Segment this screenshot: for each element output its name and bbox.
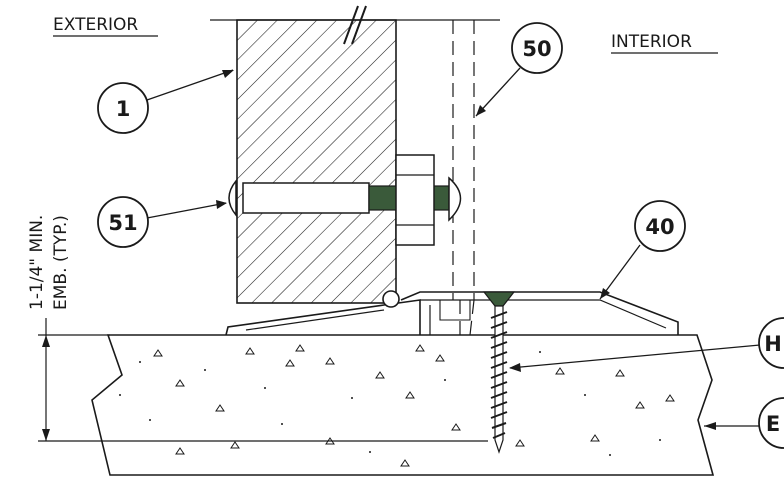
through-bolt [228, 154, 462, 246]
callout-E-bubble [758, 397, 784, 449]
callout-51-text: 51 [108, 211, 137, 235]
callout-40-bubble [634, 200, 686, 252]
callout-50-text: 50 [522, 37, 551, 61]
aggregate-marks [153, 344, 675, 467]
callout-51: 51 [97, 196, 227, 248]
concrete-slab [91, 334, 715, 476]
callout-E: E [704, 397, 784, 449]
screw-head [482, 291, 516, 307]
callout-51-bubble [97, 196, 149, 248]
anchor-screw [482, 291, 516, 454]
door-section [236, 19, 397, 304]
dimension-line-2: EMB. (TYP.) [51, 215, 71, 310]
callout-1-bubble [97, 82, 149, 134]
screw-shank [494, 305, 504, 454]
callout-40-text: 40 [645, 215, 674, 239]
callout-H-text: H [764, 332, 782, 356]
bolt-nut [395, 154, 435, 246]
callout-H: H [509, 317, 784, 372]
callout-H-bubble [758, 317, 784, 369]
callout-1-text: 1 [116, 97, 131, 121]
callout-1: 1 [97, 69, 234, 134]
hidden-lines [452, 20, 475, 336]
threshold-seal [382, 290, 400, 308]
exterior-label: EXTERIOR [53, 15, 138, 35]
embedment-dimension: 1-1/4" MIN. EMB. (TYP.) [27, 215, 488, 442]
callout-50-bubble [511, 22, 563, 74]
sand-dots [119, 351, 661, 456]
bolt-head-exterior [228, 178, 237, 218]
bolt-head-interior [448, 176, 462, 222]
threshold-profile [225, 290, 679, 336]
bolt-sleeve [242, 182, 370, 214]
callout-40: 40 [599, 200, 686, 300]
interior-label: INTERIOR [611, 32, 692, 52]
callout-E-text: E [766, 412, 780, 436]
screw-threads [490, 311, 508, 439]
dimension-line-1: 1-1/4" MIN. [27, 215, 47, 310]
callout-50: 50 [475, 22, 563, 117]
